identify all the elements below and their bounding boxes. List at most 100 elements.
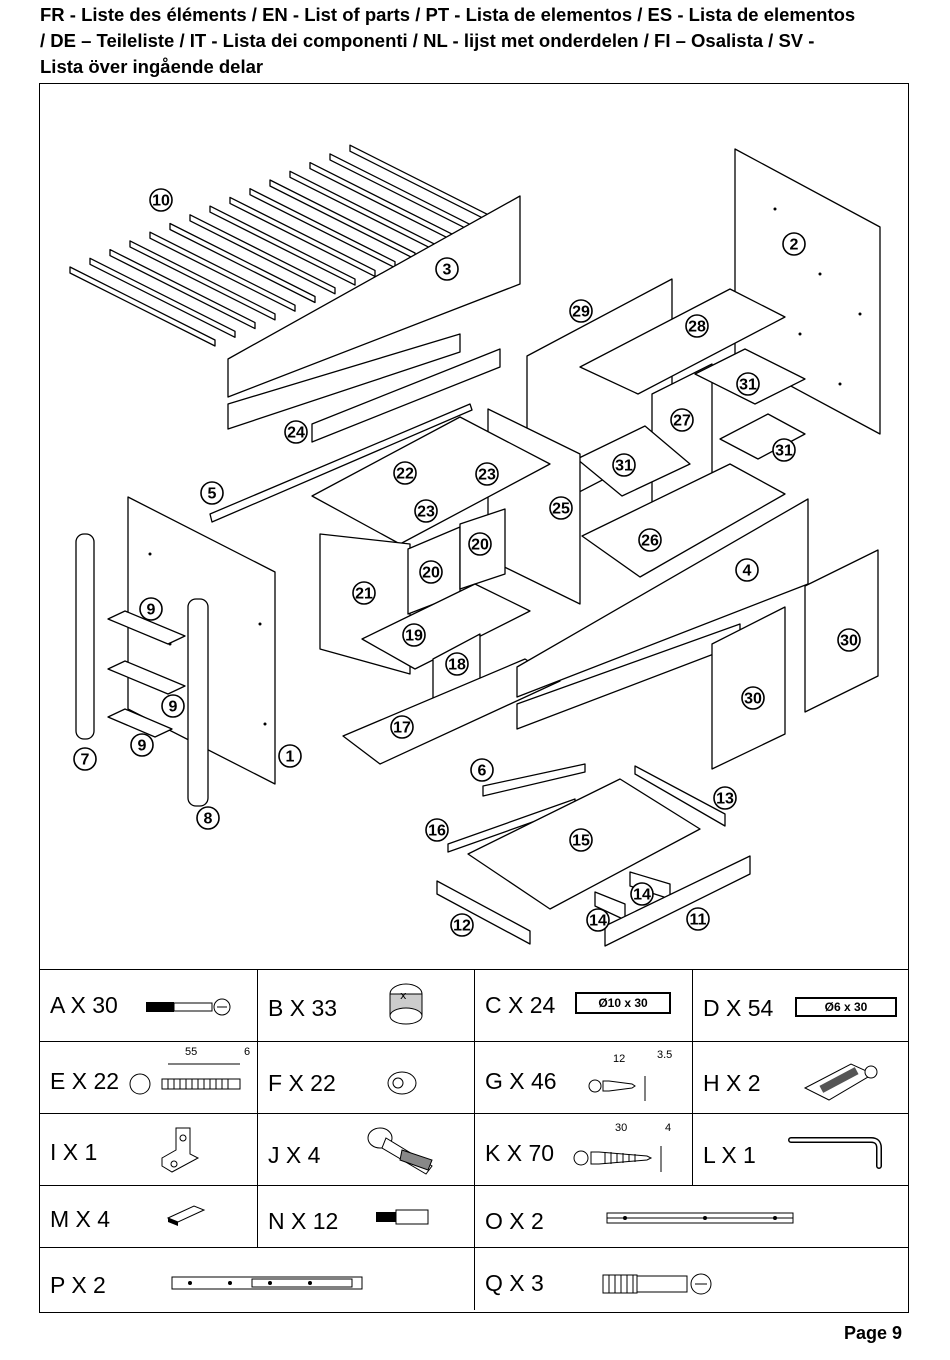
dowel-holes bbox=[148, 207, 862, 726]
callout-label: 30 bbox=[840, 633, 858, 650]
hardware-g-dim1: 12 bbox=[613, 1053, 626, 1065]
callout-circle bbox=[468, 532, 492, 556]
hardware-cell-b: B X 33 x bbox=[258, 970, 475, 1041]
dowel-screw-icon bbox=[602, 1273, 712, 1295]
callout-label: 17 bbox=[393, 720, 411, 737]
hardware-g-dim2: 3.5 bbox=[657, 1049, 673, 1061]
hardware-row-1: A X 30 B X 33 x C X 24 Ø10 x 30 bbox=[40, 970, 908, 1042]
callout-label: 3 bbox=[443, 262, 452, 279]
hardware-c-label: C X 24 bbox=[485, 992, 556, 1018]
hardware-b-label: B X 33 bbox=[268, 995, 338, 1021]
callout-circle bbox=[612, 453, 636, 477]
connector-bolt-icon bbox=[129, 1063, 241, 1095]
callout-label: 4 bbox=[743, 563, 752, 580]
callout-circle bbox=[139, 597, 163, 621]
part-5-rail bbox=[209, 403, 473, 523]
hardware-g-label: G X 46 bbox=[485, 1068, 557, 1094]
hardware-row-2: E X 22 55 6 F X 22 G X 46 12 bbox=[40, 1042, 908, 1114]
callout-circle bbox=[470, 758, 494, 782]
hardware-cell-h: H X 2 bbox=[693, 1042, 908, 1113]
hardware-table: A X 30 B X 33 x C X 24 Ø10 x 30 bbox=[40, 969, 908, 1310]
svg-text:x: x bbox=[400, 989, 407, 1002]
part-22-top bbox=[311, 416, 551, 545]
callout-circle bbox=[735, 558, 759, 582]
callout-label: 23 bbox=[417, 504, 435, 521]
hardware-row-3: I X 1 J X 4 K X 70 30 4 bbox=[40, 1114, 908, 1186]
callout-label: 13 bbox=[716, 791, 734, 808]
callout-label: 9 bbox=[147, 602, 156, 619]
callout-label: 11 bbox=[690, 912, 707, 929]
callout-label: 24 bbox=[287, 425, 305, 442]
slats-group bbox=[69, 144, 496, 347]
callout-circle bbox=[837, 628, 861, 652]
hardware-cell-m: M X 4 bbox=[40, 1186, 258, 1247]
part-24-board bbox=[311, 348, 501, 443]
slat bbox=[169, 222, 316, 304]
callout-circle bbox=[685, 314, 709, 338]
callout-label: 6 bbox=[478, 763, 487, 780]
callout-label: 22 bbox=[396, 466, 414, 483]
callout-circle bbox=[569, 828, 593, 852]
hardware-cell-f: F X 22 bbox=[258, 1042, 475, 1113]
callout-label: 21 bbox=[355, 586, 373, 603]
hardware-n-label: N X 12 bbox=[268, 1208, 339, 1234]
callout-circle bbox=[736, 372, 760, 396]
short-screw-icon bbox=[588, 1076, 646, 1101]
callout-label: 9 bbox=[169, 699, 178, 716]
part-3-rail-b bbox=[227, 333, 461, 430]
hardware-e-label: E X 22 bbox=[50, 1068, 120, 1094]
callout-label: 19 bbox=[405, 628, 423, 645]
callout-label: 14 bbox=[589, 913, 607, 930]
plug-icon bbox=[376, 1209, 429, 1225]
callout-label: 26 bbox=[641, 533, 659, 550]
callout-label: 10 bbox=[152, 193, 170, 210]
hardware-cell-e: E X 22 55 6 bbox=[40, 1042, 258, 1113]
part-9-shelf-b bbox=[107, 660, 186, 695]
callout-circle bbox=[149, 188, 173, 212]
callout-label: 12 bbox=[453, 918, 471, 935]
header-line-3: Lista över ingående delar bbox=[40, 56, 264, 77]
hardware-o-label: O X 2 bbox=[485, 1208, 544, 1234]
hardware-p-label: P X 2 bbox=[50, 1272, 106, 1298]
part-12-rail bbox=[436, 880, 531, 945]
hardware-m-label: M X 4 bbox=[50, 1206, 111, 1232]
callout-label: 20 bbox=[471, 537, 489, 554]
hardware-h-label: H X 2 bbox=[703, 1070, 761, 1096]
slat bbox=[129, 240, 276, 321]
hardware-q-label: Q X 3 bbox=[485, 1270, 544, 1296]
part-13-rail bbox=[634, 765, 726, 827]
callout-label: 29 bbox=[572, 304, 590, 321]
hardware-cell-l: L X 1 bbox=[693, 1114, 908, 1185]
callout-circle bbox=[569, 299, 593, 323]
callout-circle bbox=[586, 908, 610, 932]
cam-lock-icon: x bbox=[389, 983, 423, 1025]
hardware-cell-i: I X 1 bbox=[40, 1114, 258, 1185]
part-31-shelf-b bbox=[719, 413, 806, 460]
callout-circle bbox=[196, 806, 220, 830]
callout-label: 15 bbox=[572, 833, 590, 850]
part-9-shelf-c bbox=[107, 708, 173, 738]
callout-circle bbox=[549, 496, 573, 520]
callout-circle bbox=[419, 560, 443, 584]
callout-circle bbox=[414, 499, 438, 523]
hardware-f-label: F X 22 bbox=[268, 1070, 336, 1096]
slat bbox=[209, 205, 356, 286]
allen-key-icon bbox=[788, 1137, 882, 1169]
hardware-d-label: D X 54 bbox=[703, 995, 774, 1021]
callout-label: 16 bbox=[428, 823, 446, 840]
hardware-k-label: K X 70 bbox=[485, 1140, 555, 1166]
part-3-rail bbox=[227, 195, 521, 398]
hardware-j-label: J X 4 bbox=[268, 1142, 321, 1168]
door-bolt-icon bbox=[803, 1063, 878, 1101]
slat bbox=[89, 257, 236, 338]
hardware-l-label: L X 1 bbox=[703, 1142, 756, 1168]
callout-circle bbox=[73, 747, 97, 771]
felt-pad-icon bbox=[166, 1205, 206, 1226]
long-screw-icon bbox=[573, 1146, 662, 1172]
hardware-cell-q: Q X 3 bbox=[475, 1248, 908, 1310]
callout-label: 2 bbox=[790, 237, 799, 254]
callout-label: 31 bbox=[615, 458, 633, 475]
hardware-cell-a: A X 30 bbox=[40, 970, 258, 1041]
